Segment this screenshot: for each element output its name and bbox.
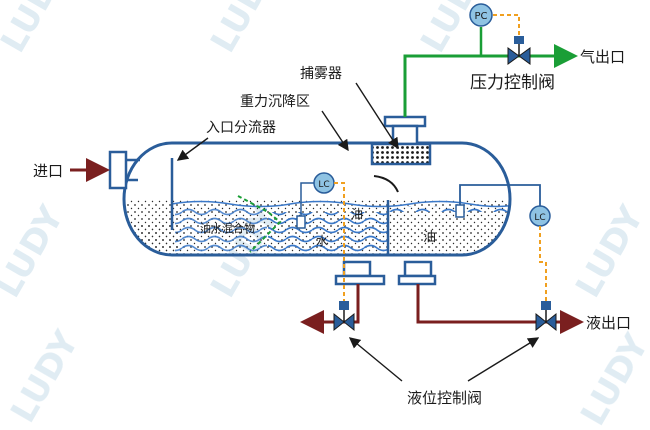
water-outlet-nozzle (334, 260, 386, 286)
inlet-diverter-leader (176, 137, 209, 161)
gas-outlet-label: 气出口 (580, 48, 625, 66)
pressure-control-valve-label: 压力控制阀 (470, 73, 555, 93)
watermark-text-1: LUDY (0, 0, 77, 60)
liquid-outlet-label: 液出口 (586, 314, 631, 332)
gravity-settling-leader (321, 110, 349, 152)
watermark-text-6: LUDY (568, 199, 650, 305)
mist-eliminator-pad (370, 142, 432, 166)
lc-center-signal-line (334, 182, 345, 301)
lc-right-label: LC (534, 213, 545, 223)
pc-label: PC (474, 11, 487, 22)
inlet-nozzle (70, 150, 140, 190)
level-control-valve-label: 液位控制阀 (407, 389, 482, 407)
inlet-diverter-label: 入口分流器 (206, 120, 276, 136)
lc-center-label: LC (318, 180, 329, 190)
oil-outlet-nozzle (397, 260, 437, 286)
separator-vessel (122, 141, 512, 257)
level-valve-leader-right (467, 337, 540, 382)
watermark-text-7: LUDY (3, 324, 87, 430)
vessel-interior (124, 200, 510, 255)
gravity-settling-label: 重力沉降区 (240, 94, 310, 110)
interface-line (237, 195, 282, 253)
lc-right-signal-line (539, 226, 547, 301)
water-outlet-pipe (300, 284, 360, 334)
liquid-outlet-pipe (416, 284, 584, 334)
oil-center-label: 油 (351, 207, 363, 221)
watermark-text-8: LUDY (573, 327, 650, 430)
pressure-controller: PC (469, 3, 493, 27)
level-control-valve-right (535, 301, 557, 332)
level-float-right (455, 204, 465, 218)
deflector (373, 175, 399, 193)
inlet-label: 进口 (33, 162, 63, 180)
oil-water-mixture-label: 油水混合物 (200, 221, 255, 235)
level-float-center (296, 215, 306, 229)
level-control-valve-left (333, 301, 355, 332)
mist-eliminator-leader (355, 82, 399, 150)
water-label: 水 (316, 234, 328, 248)
oil-surface-waves (388, 206, 508, 212)
level-valve-leader-left (348, 337, 403, 382)
pc-signal-line (493, 14, 520, 36)
gas-nozzle (370, 115, 432, 166)
level-controller-right: LC (455, 184, 551, 227)
water-layer (268, 212, 388, 255)
watermark-text-4: LUDY (0, 199, 72, 305)
mist-eliminator-label: 捕雾器 (300, 66, 342, 82)
oil-right-label: 油 (423, 230, 436, 245)
watermark-text-2: LUDY (203, 0, 287, 60)
pressure-control-valve (507, 36, 531, 65)
mixture-waves (175, 208, 267, 255)
